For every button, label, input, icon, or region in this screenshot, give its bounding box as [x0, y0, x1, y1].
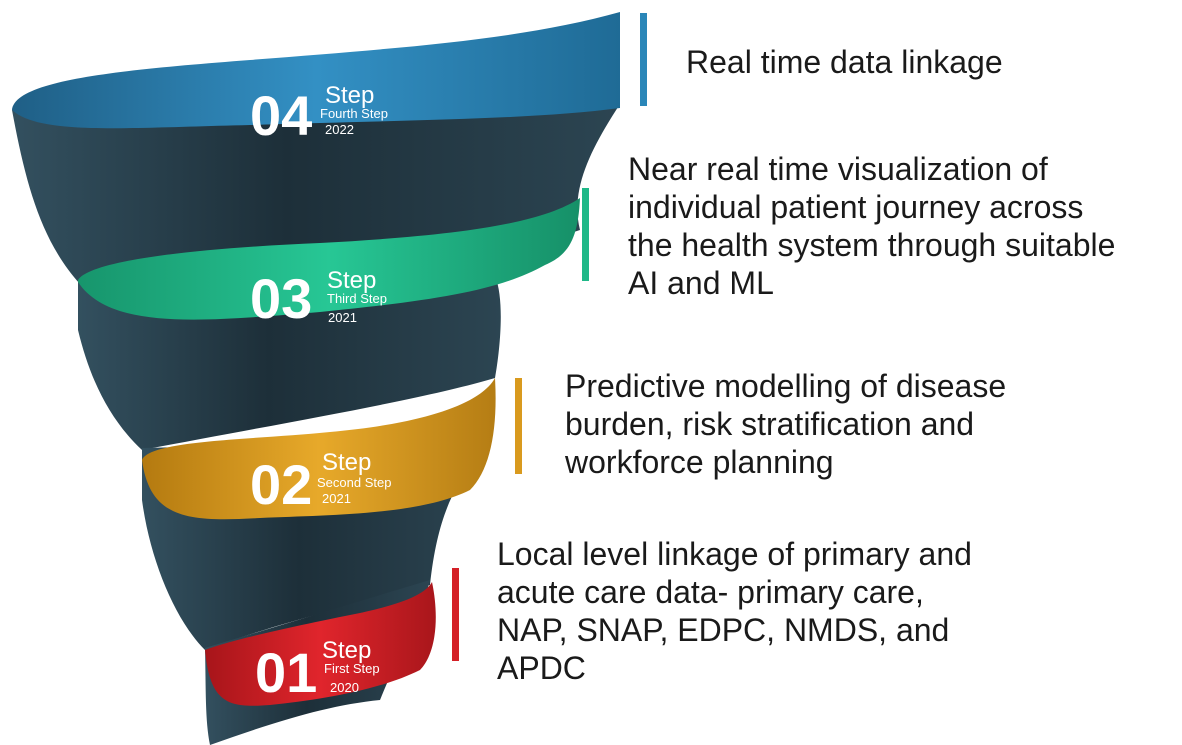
step-01-description-line: NAP, SNAP, EDPC, NMDS, and: [497, 612, 950, 648]
step-01-number: 01: [255, 641, 317, 704]
step-02-description-line: Predictive modelling of disease: [565, 368, 1007, 404]
step-01-subtitle: First Step: [324, 661, 380, 676]
step-02-year: 2021: [322, 491, 351, 506]
step-03-description-line: AI and ML: [628, 265, 774, 301]
step-04-subtitle: Fourth Step: [320, 106, 388, 121]
ribbon-face-step-02: [142, 378, 496, 520]
step-02-description: Predictive modelling of disease burden, …: [565, 367, 1006, 481]
step-01-description-line: Local level linkage of primary and: [497, 536, 972, 572]
ribbon-dark-band-mid: [78, 276, 501, 450]
step-03-word: Step: [327, 267, 376, 294]
step-01-word: Step: [322, 637, 371, 664]
step-03-year: 2021: [328, 310, 357, 325]
step-02-word: Step: [322, 449, 371, 476]
step-03-subtitle: Third Step: [327, 291, 387, 306]
step-04-year: 2022: [325, 122, 354, 137]
step-03-description-line: Near real time visualization of: [628, 151, 1048, 187]
ribbon-face-step-03: [78, 198, 580, 320]
ribbon-face-step-01: [205, 582, 436, 706]
step-01-accent-bar: [452, 568, 459, 661]
step-01-description: Local level linkage of primary and acute…: [497, 535, 972, 687]
step-01-label: 01 Step First Step 2020: [255, 637, 380, 704]
step-04-word: Step: [325, 82, 374, 109]
step-02-accent-bar: [515, 378, 522, 474]
step-03-description: Near real time visualization of individu…: [628, 150, 1115, 302]
ribbon-face-step-04: [12, 12, 620, 129]
step-03-description-line: individual patient journey across: [628, 189, 1084, 225]
step-02-label: 02 Step Second Step 2021: [250, 449, 391, 516]
step-02-description-line: workforce planning: [565, 444, 834, 480]
step-03-label: 03 Step Third Step 2021: [250, 267, 387, 330]
step-02-subtitle: Second Step: [317, 475, 391, 490]
step-01-description-line: APDC: [497, 650, 586, 686]
step-04-description-line: Real time data linkage: [686, 44, 1003, 80]
step-02-description-line: burden, risk stratification and: [565, 406, 975, 442]
step-04-number: 04: [250, 84, 312, 147]
step-04-description: Real time data linkage: [686, 43, 1003, 81]
step-01-year: 2020: [330, 680, 359, 695]
step-04-accent-bar: [640, 13, 647, 106]
step-01-description-line: acute care data- primary care,: [497, 574, 924, 610]
step-03-number: 03: [250, 267, 312, 330]
step-03-description-line: the health system through suitable: [628, 227, 1116, 263]
step-03-accent-bar: [582, 188, 589, 281]
step-02-number: 02: [250, 453, 312, 516]
step-04-label: 04 Step Fourth Step 2022: [250, 82, 388, 147]
